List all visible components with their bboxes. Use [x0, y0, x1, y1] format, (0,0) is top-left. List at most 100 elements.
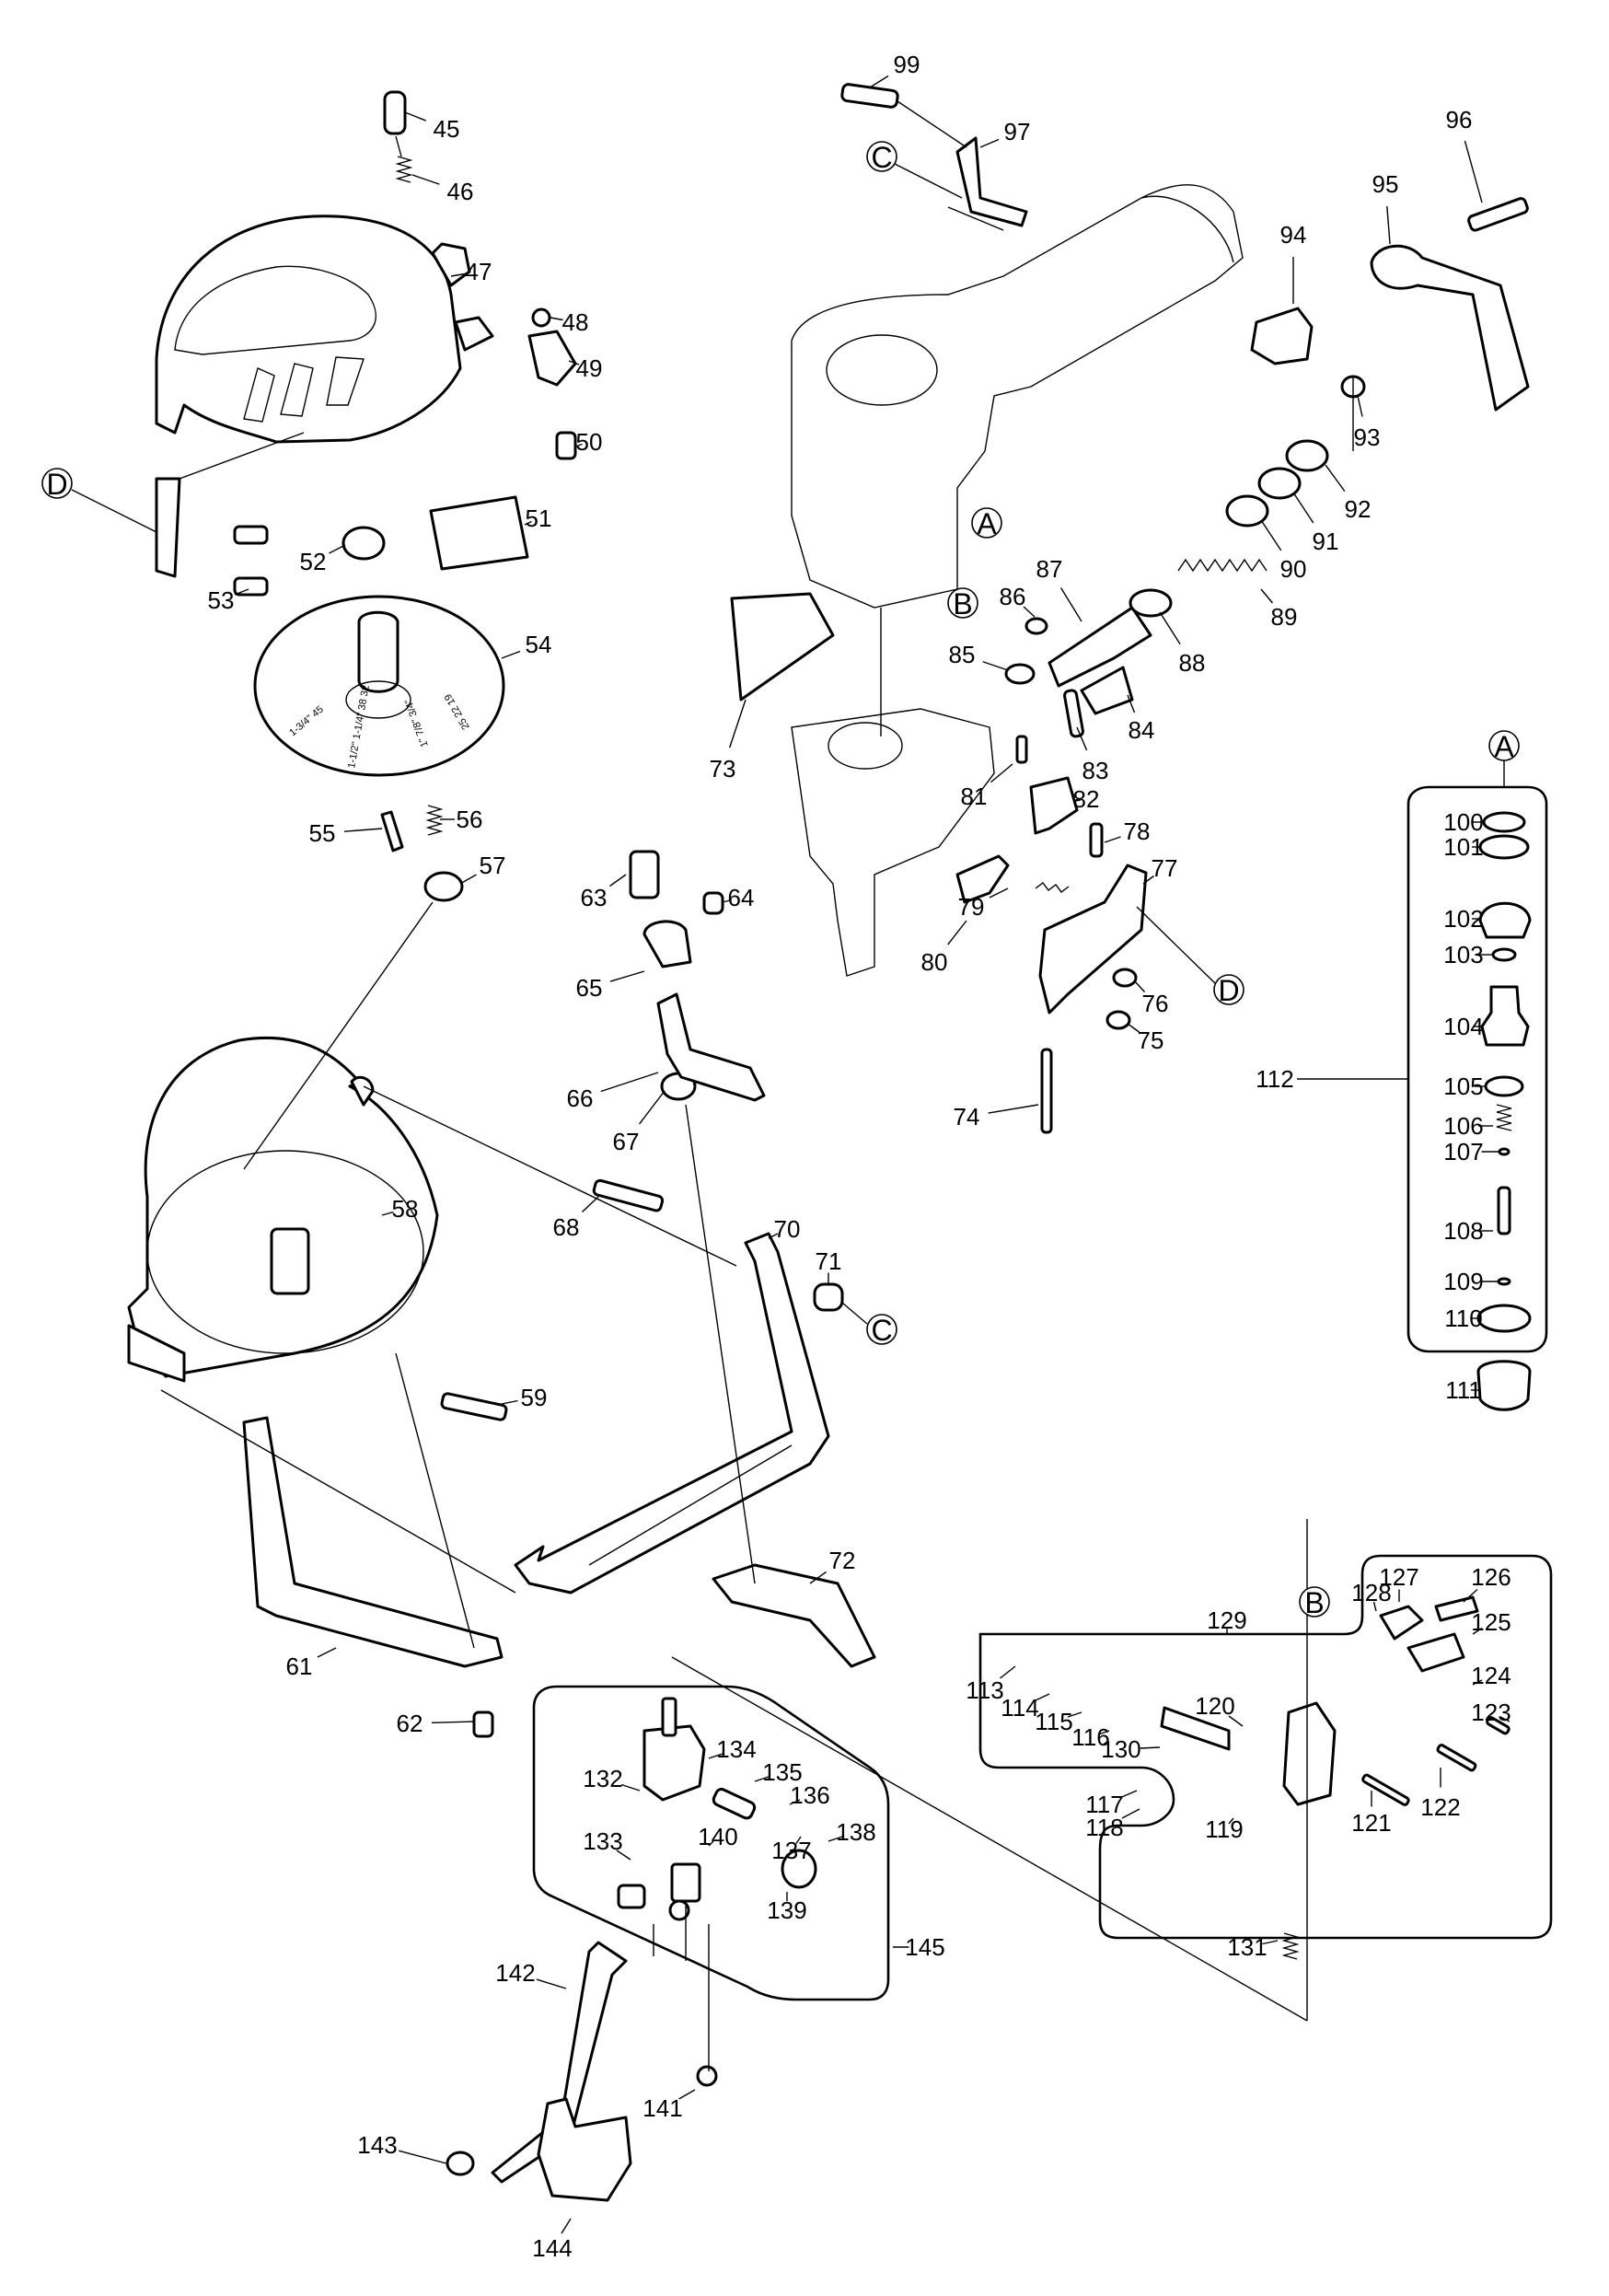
- part-number-label: 107: [1443, 1138, 1483, 1165]
- part-number-label: 64: [728, 884, 755, 911]
- leader-line: [404, 111, 426, 122]
- part-number-label: 46: [447, 178, 474, 205]
- part-callout-72: 72: [809, 1547, 856, 1584]
- leader-line: [1074, 799, 1082, 802]
- leader-line: [1463, 1588, 1478, 1603]
- part-number-label: 99: [894, 51, 920, 78]
- part-number-label: 53: [208, 586, 235, 614]
- part-callout-57: 57: [459, 852, 505, 885]
- part-callout-123: 123: [1471, 1699, 1511, 1726]
- part-number-label: 58: [392, 1195, 419, 1223]
- part-callout-140: 140: [698, 1823, 737, 1850]
- part-number-label: 108: [1443, 1217, 1483, 1245]
- part-callout-129: 129: [1207, 1606, 1247, 1634]
- guide-144-part: [537, 2097, 632, 2202]
- assembly-b-box: [978, 1554, 1553, 1940]
- bracket-61-part: [242, 1416, 504, 1668]
- part-callout-50: 50: [574, 428, 602, 456]
- part-number-label: 76: [1142, 990, 1169, 1017]
- ref-marker-d-left: D: [41, 468, 157, 533]
- part-number-label: 127: [1379, 1563, 1418, 1591]
- part-number-label: 59: [521, 1384, 548, 1411]
- leader-line: [1262, 1940, 1279, 1945]
- part-callout-139: 139: [767, 1892, 807, 1924]
- part-callout-79: 79: [958, 887, 1009, 921]
- leader-line: [1228, 1817, 1234, 1825]
- part-number-label: 52: [300, 548, 327, 575]
- part-number-label: 101: [1443, 833, 1483, 861]
- leader-line: [329, 544, 346, 554]
- ref-marker-c-top: C: [866, 141, 963, 199]
- leader-line: [789, 1799, 801, 1805]
- part-callout-96: 96: [1446, 106, 1483, 203]
- leader-line: [947, 920, 967, 945]
- part-number-label: 72: [829, 1547, 856, 1574]
- leader-line: [728, 699, 747, 748]
- part-number-label: 71: [816, 1247, 842, 1275]
- leader-line: [600, 1072, 659, 1093]
- leader-line: [1260, 519, 1282, 551]
- part-number-label: 92: [1345, 495, 1372, 523]
- part-callout-53: 53: [208, 586, 249, 614]
- part-callout-67: 67: [613, 1090, 666, 1155]
- leader-line: [828, 1836, 843, 1842]
- part-number-label: 84: [1129, 716, 1155, 744]
- part-callout-128: 128: [1351, 1579, 1392, 1612]
- part-callout-103: 103: [1443, 941, 1493, 968]
- part-number-label: 140: [698, 1823, 737, 1850]
- part-number-label: 56: [457, 806, 483, 833]
- ref-marker-a-body: A: [971, 507, 1002, 540]
- plate-72-part: [712, 1563, 876, 1668]
- part-callout-120: 120: [1195, 1692, 1244, 1727]
- part-number-label: 145: [905, 1933, 944, 1961]
- part-number-label: 83: [1082, 757, 1109, 784]
- part-callout-134: 134: [708, 1735, 757, 1763]
- leader-line: [501, 650, 521, 659]
- svg-text:C: C: [871, 141, 892, 174]
- part-callout-108: 108: [1443, 1217, 1493, 1245]
- leader-line: [795, 1836, 802, 1844]
- leader-line: [639, 1090, 666, 1125]
- part-number-label: 63: [581, 884, 608, 911]
- line-art: [127, 83, 1553, 2202]
- part-number-label: 118: [1085, 1814, 1123, 1841]
- part-number-label: 91: [1313, 528, 1339, 555]
- part-number-label: 144: [532, 2234, 572, 2262]
- part-number-label: 103: [1443, 941, 1483, 968]
- leader-line: [979, 138, 1000, 148]
- part-callout-106: 106: [1443, 1112, 1493, 1140]
- part-number-label: 141: [642, 2094, 682, 2122]
- leader-line: [1142, 875, 1154, 885]
- leader-line: [524, 520, 532, 526]
- part-callout-85: 85: [949, 641, 1009, 671]
- part-number-label: 142: [495, 1959, 535, 1987]
- part-number-label: 48: [562, 308, 589, 336]
- part-number-label: 113: [966, 1676, 1003, 1704]
- part-callout-84: 84: [1127, 694, 1155, 744]
- part-number-label: 85: [949, 641, 976, 668]
- part-callout-126: 126: [1463, 1563, 1511, 1603]
- part-callout-127: 127: [1379, 1563, 1419, 1602]
- ref-marker-b-assembly: B: [1299, 1586, 1330, 1619]
- assembly-a-box: [1406, 785, 1548, 1353]
- part-number-label: 125: [1471, 1608, 1511, 1636]
- leader-line: [1499, 1716, 1511, 1722]
- part-callout-71: 71: [816, 1247, 842, 1284]
- part-number-label: 116: [1071, 1723, 1109, 1751]
- part-number-label: 65: [576, 974, 603, 1002]
- part-callout-63: 63: [581, 874, 627, 911]
- part-callout-86: 86: [1000, 583, 1036, 618]
- svg-text:A: A: [977, 507, 997, 540]
- leader-line: [616, 1850, 631, 1861]
- part-number-label: 133: [583, 1827, 622, 1855]
- part-callout-107: 107: [1443, 1138, 1499, 1165]
- part-number-label: 122: [1420, 1793, 1460, 1821]
- leader-line: [1472, 1627, 1483, 1635]
- part-number-label: 112: [1256, 1065, 1293, 1093]
- part-callout-61: 61: [286, 1647, 337, 1680]
- part-number-label: 45: [434, 115, 460, 143]
- part-number-label: 121: [1351, 1809, 1391, 1837]
- part-callout-58: 58: [381, 1195, 419, 1223]
